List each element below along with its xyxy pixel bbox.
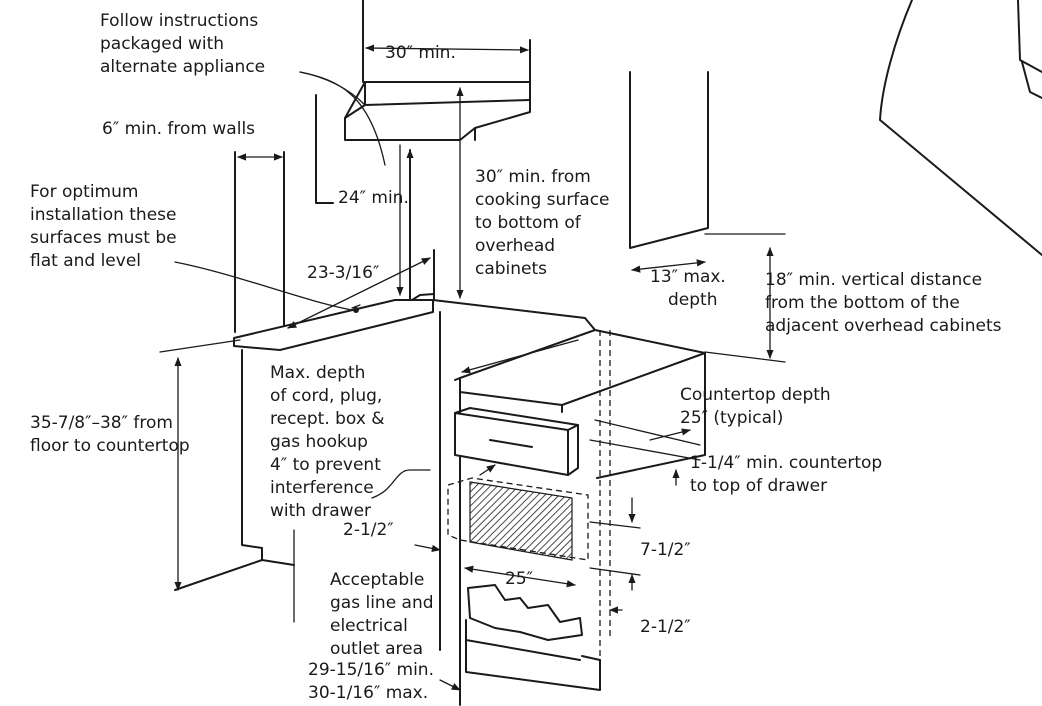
label-30-min-cooking-surface: 30″ min. from cooking surface to bottom … bbox=[475, 167, 615, 279]
adjacent-overhead-cabinet bbox=[879, 0, 1042, 256]
label-countertop-to-drawer: 1-1/4″ min. countertop to top of drawer bbox=[690, 453, 888, 496]
gas-outlet-area bbox=[447, 477, 589, 630]
label-2-1-2-left: 2-1/2″ bbox=[343, 520, 394, 540]
label-7-1-2: 7-1/2″ bbox=[640, 540, 691, 560]
label-depth: depth bbox=[668, 290, 717, 310]
overhead-hood bbox=[344, 0, 531, 141]
label-floor-to-countertop: 35-7/8″–38″ from floor to countertop bbox=[30, 413, 190, 456]
label-23-3-16: 23-3/16″ bbox=[307, 263, 379, 283]
label-18-min-vertical: 18″ min. vertical distance from the bott… bbox=[765, 270, 1002, 336]
label-max-depth-cord: Max. depth of cord, plug, recept. box & … bbox=[270, 363, 390, 521]
range-opening bbox=[411, 293, 706, 706]
label-follow-instructions: Follow instructions packaged with altern… bbox=[100, 11, 265, 77]
label-countertop-depth: Countertop depth 25″ (typical) bbox=[680, 385, 836, 428]
label-25: 25″ bbox=[505, 569, 533, 589]
label-flat-level: For optimum installation these surfaces … bbox=[30, 182, 182, 271]
cabinet-side-panel bbox=[629, 71, 709, 249]
label-13-max: 13″ max. bbox=[650, 267, 726, 287]
label-6-min-walls: 6″ min. from walls bbox=[102, 119, 255, 139]
label-30-min: 30″ min. bbox=[385, 43, 456, 63]
labels: Follow instructions packaged with altern… bbox=[30, 11, 1002, 703]
base-cutaway bbox=[465, 584, 601, 691]
flat-level-point bbox=[353, 307, 359, 313]
label-cutout-width: 29-15/16″ min. 30-1/16″ max. bbox=[308, 660, 439, 703]
dimension-lines bbox=[159, 44, 786, 691]
leader-lines bbox=[174, 71, 431, 499]
label-24-min: 24″ min. bbox=[338, 188, 409, 208]
drawer bbox=[454, 407, 579, 476]
label-gas-outlet-area: Acceptable gas line and electrical outle… bbox=[330, 570, 439, 659]
label-2-1-2-right: 2-1/2″ bbox=[640, 617, 691, 637]
